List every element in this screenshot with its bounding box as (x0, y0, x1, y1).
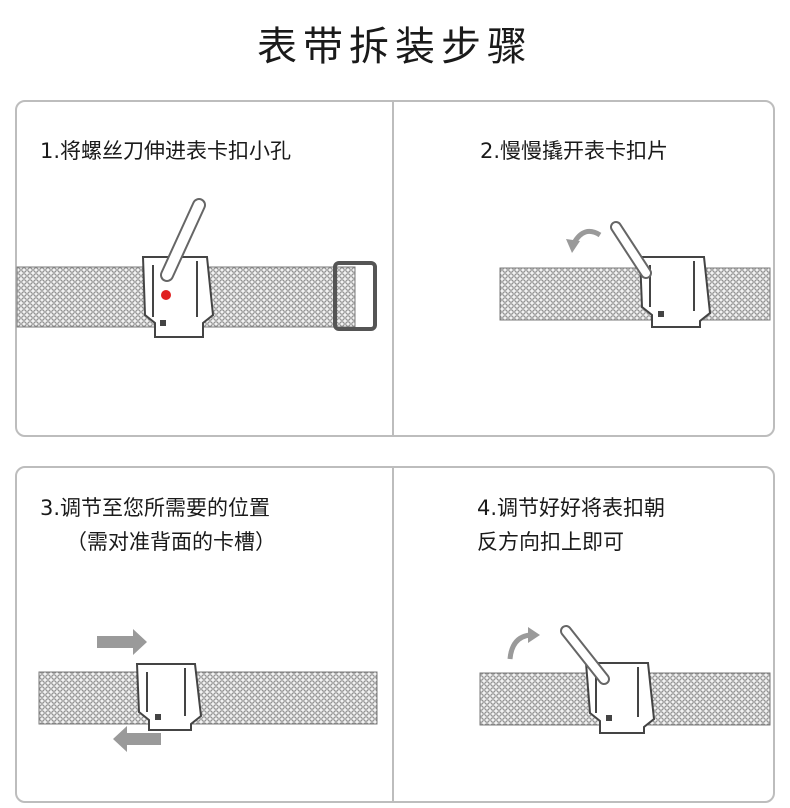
step-1-caption: 1.将螺丝刀伸进表卡扣小孔 (40, 134, 291, 168)
step-3-line2: （需对准背面的卡槽） (66, 530, 276, 554)
marker-dot (161, 290, 171, 300)
step-3-illustration (38, 629, 378, 752)
mesh-band (499, 267, 771, 321)
curved-arrow-icon (507, 632, 531, 660)
step-2-caption: 2.慢慢撬开表卡扣片 (480, 134, 668, 168)
step-1-line1: 1.将螺丝刀伸进表卡扣小孔 (40, 139, 292, 163)
curved-arrow-icon (571, 228, 602, 245)
step-2-illustration (499, 221, 771, 328)
end-loop (333, 261, 377, 331)
screwdriver (160, 198, 206, 282)
step-1-illustration (16, 198, 377, 338)
arrow-left-icon (113, 726, 161, 752)
step-3-caption: 3.调节至您所需要的位置 （需对准背面的卡槽） (40, 491, 276, 559)
step-3-line1: 3.调节至您所需要的位置 (40, 496, 271, 520)
arrow-right-icon (97, 629, 147, 655)
step-2-line1: 2.慢慢撬开表卡扣片 (480, 139, 669, 163)
panel-top-divider (392, 102, 394, 435)
buckle-clasp (135, 663, 203, 731)
curved-arrow-head (528, 627, 540, 643)
step-4-caption: 4.调节好好将表扣朝 反方向扣上即可 (477, 491, 665, 559)
curved-arrow-head (566, 239, 580, 253)
mesh-band (38, 671, 378, 725)
panel-bottom-divider (392, 468, 394, 801)
step-4-illustration (479, 625, 771, 734)
buckle-clasp (638, 256, 712, 328)
screwdriver (560, 625, 610, 685)
page-title: 表带拆装步骤 (257, 24, 533, 70)
step-4-line1: 4.调节好好将表扣朝 (477, 496, 666, 520)
screwdriver (610, 221, 652, 279)
panel-bottom (15, 466, 775, 803)
step-4-line2: 反方向扣上即可 (477, 530, 624, 554)
